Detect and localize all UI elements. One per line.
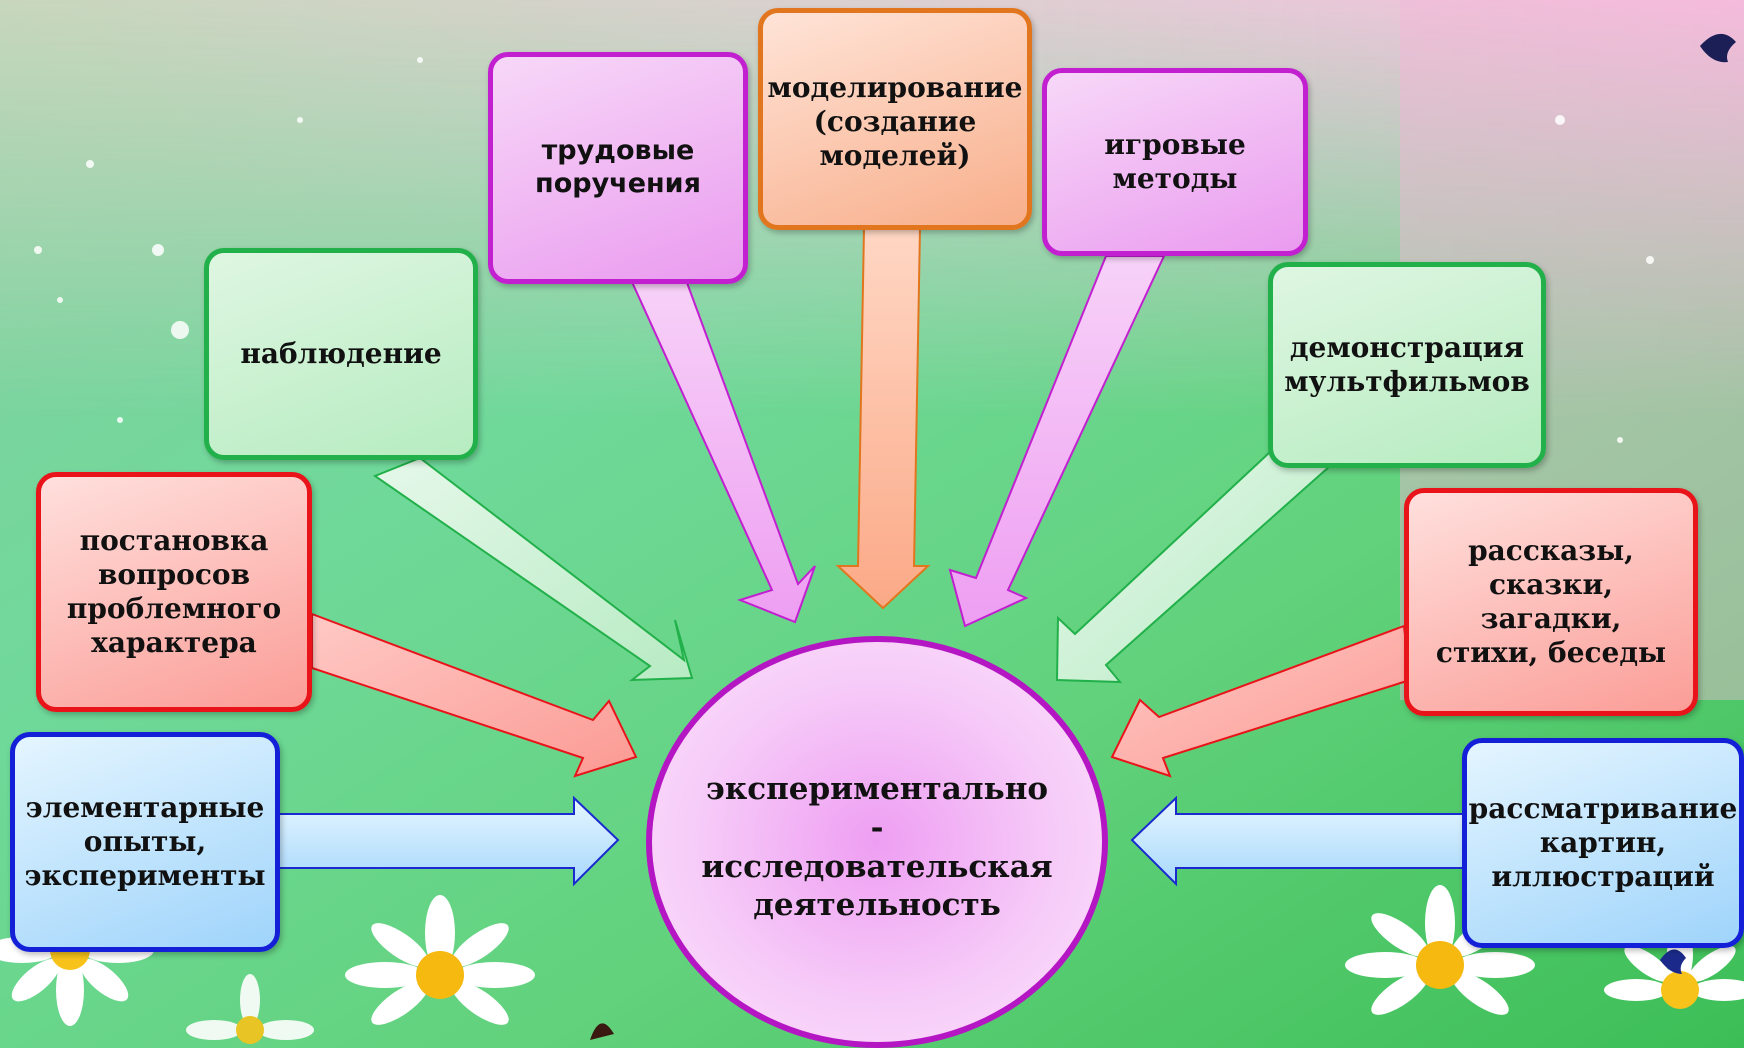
center-node: экспериментально - исследовательская дея… [646, 636, 1108, 1048]
node-game-methods-label: игровые методы [1104, 127, 1246, 195]
node-observation-label: наблюдение [240, 336, 442, 370]
node-pictures: рассматривание картин, иллюстраций [1462, 738, 1744, 948]
node-modeling: моделирование (создание моделей) [758, 8, 1032, 230]
node-cartoons: демонстрация мультфильмов [1268, 262, 1546, 468]
node-labor-assignments: трудовые поручения [488, 52, 748, 284]
node-modeling-label: моделирование (создание моделей) [767, 71, 1023, 173]
node-cartoons-label: демонстрация мультфильмов [1284, 330, 1530, 398]
node-labor-assignments-label: трудовые поручения [535, 135, 701, 199]
node-observation: наблюдение [204, 248, 478, 460]
node-experiments-label: элементарные опыты, эксперименты [24, 790, 266, 893]
node-problem-questions-label: постановка вопросов проблемного характер… [66, 523, 282, 660]
node-game-methods: игровые методы [1042, 68, 1308, 256]
sparkles [34, 57, 1654, 443]
node-stories: рассказы, сказки, загадки, стихи, беседы [1404, 488, 1698, 716]
center-label: экспериментально - исследовательская дея… [701, 771, 1053, 924]
node-stories-label: рассказы, сказки, загадки, стихи, беседы [1435, 533, 1667, 670]
node-pictures-label: рассматривание картин, иллюстраций [1468, 791, 1738, 894]
butterfly-decor [590, 33, 1736, 1040]
node-problem-questions: постановка вопросов проблемного характер… [36, 472, 312, 712]
node-experiments: элементарные опыты, эксперименты [10, 732, 280, 952]
arrows [275, 227, 1465, 887]
